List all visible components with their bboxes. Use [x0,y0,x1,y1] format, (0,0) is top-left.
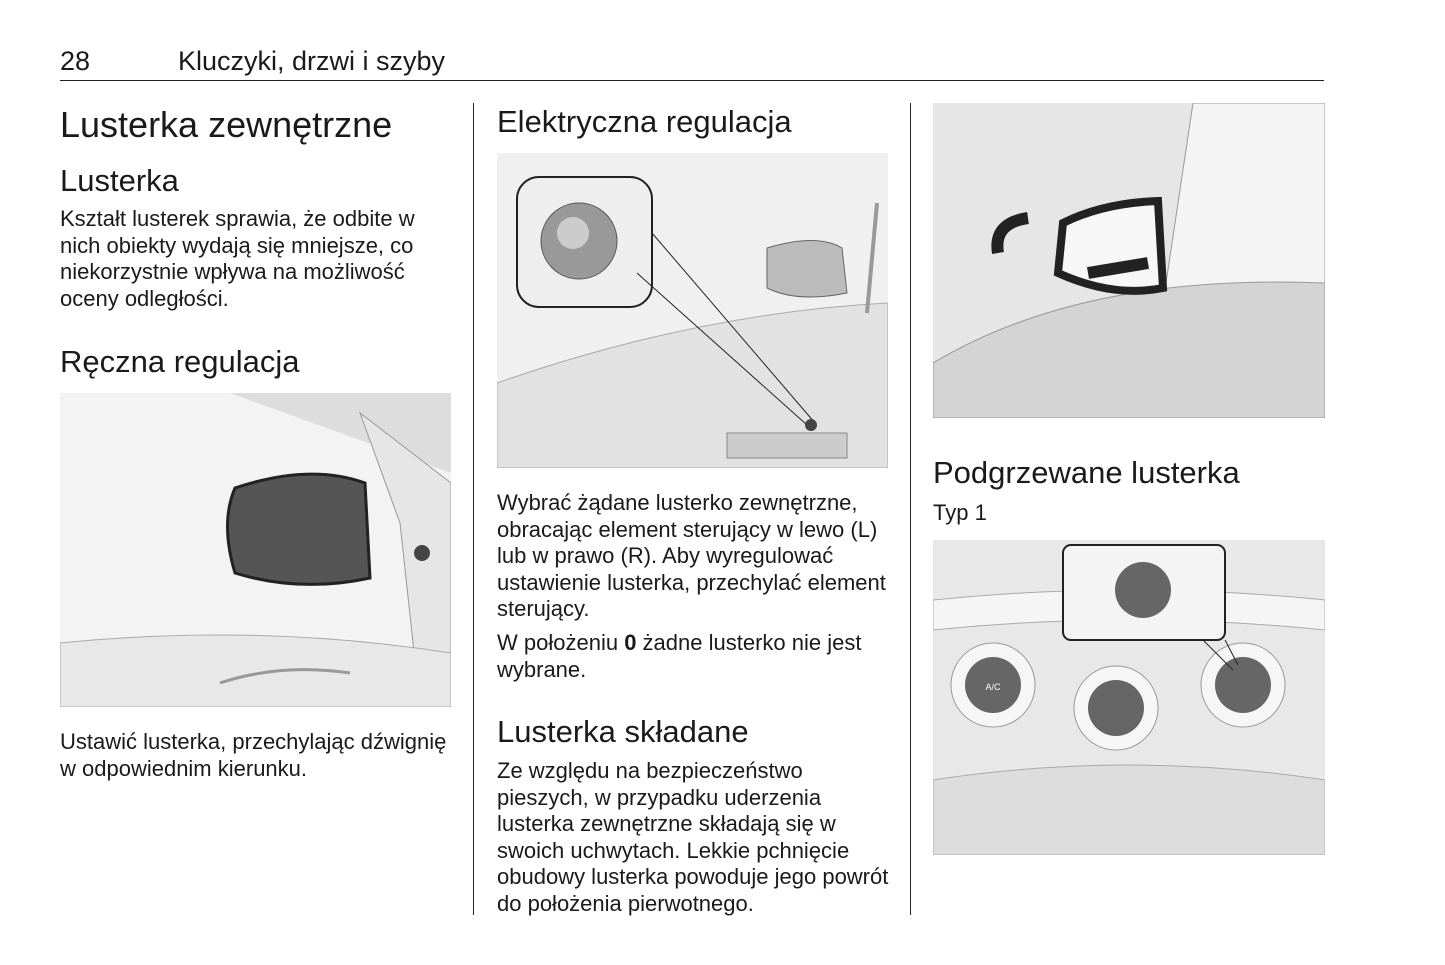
mirrors-text: Kształt lusterek sprawia, że odbite w ni… [60,206,415,311]
subsection-title-electric: Elektryczna regulacja [497,104,792,139]
text-fragment: W położeniu [497,630,625,655]
text-fragment: żadne lusterko nie jest wybrane. [497,630,862,682]
header-rule [60,80,1324,81]
ac-knob-label: A/C [985,682,1001,692]
electric-adjust-illustration [497,153,888,468]
position-zero: 0 [624,630,637,655]
electric-adjust-text: Wybrać żądane lusterko zewnętrzne, obrac… [497,490,886,621]
section-title: Lusterka zewnętrzne [60,104,393,145]
subsection-title-heated: Podgrzewane lusterka [933,455,1240,490]
heated-mirror-controls-illustration: A/C [933,540,1325,855]
chapter-title: Kluczyki, drzwi i szyby [178,46,446,76]
subsection-title-folding: Lusterka składane [497,714,749,749]
column-divider [910,103,911,915]
column-divider [473,103,474,915]
page-number: 28 [60,46,91,76]
subsection-title-manual: Ręczna regulacja [60,344,300,379]
type-label: Typ 1 [933,500,987,525]
manual-adjust-text: Ustawić lusterka, przechylając dźwignię … [60,729,447,781]
folding-text: Ze względu na bezpieczeństwo pieszych, w… [497,758,889,916]
manual-mirror-illustration [60,393,451,707]
subsection-title-mirrors: Lusterka [60,163,179,198]
position-zero-text: W położeniu 0 żadne lusterko nie jest wy… [497,630,892,683]
folding-mirror-illustration [933,103,1325,418]
